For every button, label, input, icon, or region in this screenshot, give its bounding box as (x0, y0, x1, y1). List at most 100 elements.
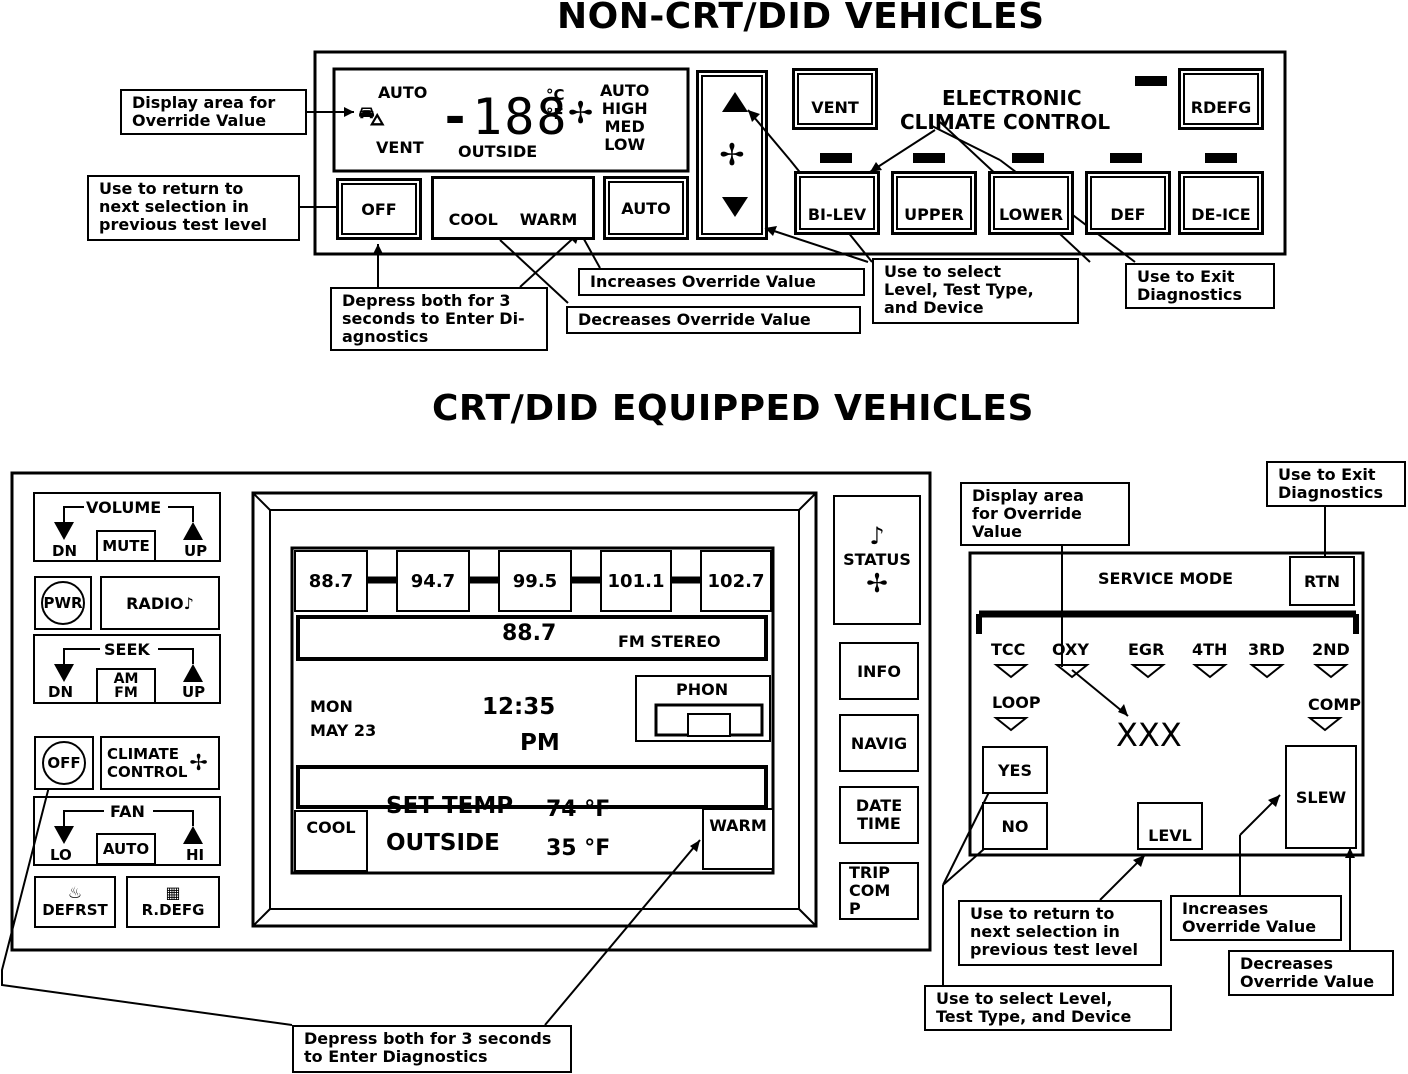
off-button[interactable]: OFF (336, 178, 422, 240)
trip-label-1: TRIP (849, 863, 890, 882)
no-button[interactable]: NO (982, 802, 1048, 850)
service-mode-title: SERVICE MODE (1098, 569, 1234, 588)
upper-button[interactable]: UPPER (891, 171, 977, 235)
callout-return-top: Use to return to next selection in previ… (87, 175, 300, 241)
rear-defog-button[interactable]: ▦ R.DEFG (126, 876, 220, 928)
climate-off-button[interactable]: OFF (34, 736, 94, 790)
ecc-title-line2: CLIMATE CONTROL (900, 110, 1111, 134)
time-btn-label: TIME (857, 814, 901, 833)
bilev-button[interactable]: BI-LEV (794, 171, 880, 235)
climate-off-label: OFF (42, 741, 86, 785)
preset-5[interactable]: 102.7 (700, 550, 772, 612)
test-tcc[interactable]: TCC (991, 640, 1026, 659)
phon-label[interactable]: PHON (676, 680, 729, 699)
preset-1[interactable]: 88.7 (294, 550, 368, 612)
date-label: MAY 23 (310, 721, 377, 740)
upper-indicator-led (913, 153, 945, 163)
climate-control-button[interactable]: CLIMATE CONTROL ✢ (100, 736, 220, 790)
radio-button[interactable]: RADIO♪ (100, 576, 220, 630)
fan-updown-button[interactable]: ✢ (696, 70, 768, 240)
ampm-label: PM (520, 730, 560, 756)
rear-defog-icon: ▦ (165, 883, 181, 902)
preset-3[interactable]: 99.5 (498, 550, 572, 612)
unit-f-label: °F (546, 105, 564, 123)
preset-4[interactable]: 101.1 (600, 550, 672, 612)
am-label: AM (113, 671, 139, 687)
fan-auto-button[interactable]: AUTO (96, 833, 156, 865)
warm-label: WARM (519, 210, 578, 229)
lower-indicator-led (1012, 153, 1044, 163)
fan-small-icon: ✢ (719, 137, 745, 173)
current-station: 88.7 (502, 621, 557, 646)
override-value: XXX (1116, 716, 1182, 754)
test-4th[interactable]: 4TH (1192, 640, 1228, 659)
auto-button[interactable]: AUTO (603, 176, 689, 240)
music-note-icon: ♪ (183, 593, 194, 613)
rtn-button[interactable]: RTN (1289, 556, 1355, 606)
callout-display-area-bottom: Display area for Override Value (960, 482, 1130, 546)
top-heading: NON-CRT/DID VEHICLES (557, 0, 1045, 37)
test-egr[interactable]: EGR (1128, 640, 1165, 659)
yes-button[interactable]: YES (982, 746, 1048, 794)
date-time-button[interactable]: DATE TIME (839, 786, 919, 844)
fan-level-auto: AUTO (600, 81, 650, 100)
display-outside-label: OUTSIDE (458, 142, 538, 161)
vent-button[interactable]: VENT (792, 68, 878, 130)
rdefg-button[interactable]: RDEFG (1178, 68, 1264, 130)
preset-2[interactable]: 94.7 (396, 550, 470, 612)
cool-label: COOL (448, 210, 498, 229)
pwr-button[interactable]: PWR (34, 576, 92, 630)
display-digits: -188 (440, 88, 569, 146)
control-label: CONTROL (107, 763, 188, 781)
deice-indicator-led (1205, 153, 1237, 163)
trip-label-3: P (849, 899, 861, 918)
fan-icon: ✢ (568, 96, 594, 131)
levl-button[interactable]: LEVL (1137, 802, 1203, 850)
screen-warm-button[interactable]: WARM (702, 808, 774, 870)
defrst-button[interactable]: ♨ DEFRST (34, 876, 116, 928)
rdefg-label: R.DEFG (141, 901, 205, 919)
am-fm-button[interactable]: AM FM (96, 668, 156, 704)
bottom-heading: CRT/DID EQUIPPED VEHICLES (432, 388, 1034, 429)
slew-button[interactable]: SLEW (1285, 745, 1357, 849)
callout-select-bottom: Use to select Level, Test Type, and Devi… (924, 985, 1172, 1031)
fan-level-low: LOW (604, 135, 646, 154)
display-vent-label: VENT (376, 138, 424, 157)
trip-comp-button[interactable]: TRIP COM P (839, 862, 919, 920)
climate-label: CLIMATE (107, 745, 179, 763)
fm-stereo-label: FM STEREO (618, 632, 721, 651)
fm-label: FM (114, 685, 138, 701)
seek-label: SEEK (104, 640, 150, 659)
lower-button[interactable]: LOWER (988, 171, 1074, 235)
navig-button[interactable]: NAVIG (839, 714, 919, 772)
mute-button[interactable]: MUTE (96, 530, 156, 562)
volume-up-label[interactable]: UP (184, 542, 208, 560)
fan-level-high: HIGH (601, 99, 648, 118)
volume-dn-label[interactable]: DN (52, 542, 78, 560)
volume-label: VOLUME (86, 498, 162, 517)
pwr-label: PWR (41, 581, 85, 625)
status-button[interactable]: ♪ STATUS ✢ (833, 495, 921, 625)
test-2nd[interactable]: 2ND (1312, 640, 1350, 659)
callout-select-top: Use to select Level, Test Type, and Devi… (872, 258, 1079, 324)
seek-up-label[interactable]: UP (182, 683, 206, 701)
test-3rd[interactable]: 3RD (1248, 640, 1285, 659)
seek-dn-label[interactable]: DN (48, 683, 74, 701)
car-vent-icon: ⛍ (358, 102, 385, 132)
deice-button[interactable]: DE-ICE (1178, 171, 1264, 235)
climate-fan-icon: ✢ (189, 750, 208, 776)
fan-hi-label[interactable]: HI (186, 846, 205, 864)
cool-warm-button[interactable]: COOL WARM (431, 176, 595, 240)
test-loop[interactable]: LOOP (992, 693, 1041, 712)
info-button[interactable]: INFO (839, 642, 919, 700)
test-oxy[interactable]: OXY (1052, 640, 1089, 659)
defrost-icon: ♨ (67, 883, 83, 902)
ecc-title-line1: ELECTRONIC (942, 86, 1082, 110)
callout-increases-top: Increases Override Value (578, 268, 865, 296)
callout-decreases-bottom: Decreases Override Value (1228, 950, 1394, 996)
fan-lo-label[interactable]: LO (50, 846, 72, 864)
screen-cool-button[interactable]: COOL (294, 810, 368, 872)
test-comp[interactable]: COMP (1308, 695, 1361, 714)
def-button[interactable]: DEF (1085, 171, 1171, 235)
fan-levels: AUTO HIGH MED LOW (600, 82, 649, 154)
